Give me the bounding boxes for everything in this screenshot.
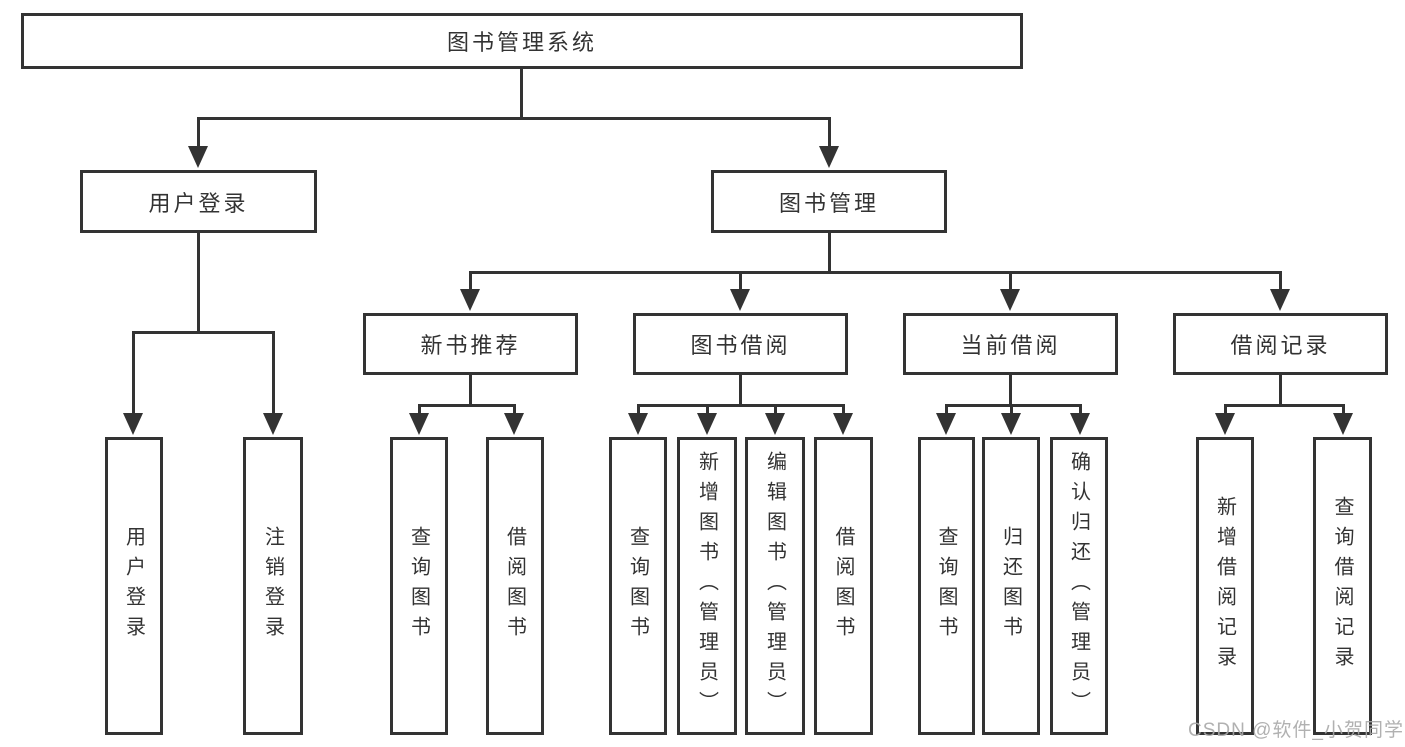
arrow-down-icon (123, 413, 143, 435)
connector-line (945, 404, 948, 415)
connector-line (469, 271, 472, 291)
connector-line (132, 331, 135, 415)
arrow-down-icon (1215, 413, 1235, 435)
connector-line (272, 331, 275, 415)
arrow-down-icon (1070, 413, 1090, 435)
arrow-down-icon (833, 413, 853, 435)
connector-line (1009, 375, 1012, 407)
arrow-down-icon (1000, 289, 1020, 311)
leaf-user-login: 用户登录 (105, 437, 163, 735)
arrow-down-icon (628, 413, 648, 435)
arrow-down-icon (1270, 289, 1290, 311)
connector-line (1342, 404, 1345, 415)
leaf-logout: 注销登录 (243, 437, 303, 735)
arrow-down-icon (819, 146, 839, 168)
connector-line (418, 404, 421, 415)
leaf-borrow-book: 借阅图书 (814, 437, 873, 735)
connector-line (1224, 404, 1227, 415)
connector-line (469, 271, 1282, 274)
connector-line (1279, 375, 1282, 407)
leaf-add-book-admin: 新增图书（管理员） (677, 437, 737, 735)
connector-line (828, 117, 831, 148)
connector-line (418, 404, 516, 407)
connector-line (1079, 404, 1082, 415)
connector-line (197, 117, 200, 148)
node-current-borrow: 当前借阅 (903, 313, 1118, 375)
connector-line (469, 375, 472, 407)
node-new-book-recommend: 新书推荐 (363, 313, 578, 375)
node-root: 图书管理系统 (21, 13, 1023, 69)
leaf-borrow-book-recommend: 借阅图书 (486, 437, 544, 735)
node-user-login: 用户登录 (80, 170, 317, 233)
leaf-query-borrow-record: 查询借阅记录 (1313, 437, 1372, 735)
connector-line (197, 117, 831, 120)
arrow-down-icon (697, 413, 717, 435)
connector-line (513, 404, 516, 415)
connector-line (774, 404, 777, 415)
connector-line (1279, 271, 1282, 291)
node-book-borrow: 图书借阅 (633, 313, 848, 375)
connector-line (132, 331, 275, 334)
arrow-down-icon (1333, 413, 1353, 435)
arrow-down-icon (1001, 413, 1021, 435)
connector-line (1224, 404, 1344, 407)
connector-line (842, 404, 845, 415)
connector-line (1009, 271, 1012, 291)
arrow-down-icon (188, 146, 208, 168)
leaf-query-book-current: 查询图书 (918, 437, 975, 735)
arrow-down-icon (460, 289, 480, 311)
connector-line (706, 404, 709, 415)
leaf-add-borrow-record: 新增借阅记录 (1196, 437, 1254, 735)
csdn-watermark: CSDN @软件_小贺同学 (1188, 720, 1404, 741)
arrow-down-icon (504, 413, 524, 435)
connector-line (945, 404, 1082, 407)
leaf-return-book: 归还图书 (982, 437, 1040, 735)
arrow-down-icon (936, 413, 956, 435)
connector-line (828, 233, 831, 274)
connector-line (637, 404, 845, 407)
arrow-down-icon (730, 289, 750, 311)
leaf-query-book-borrow: 查询图书 (609, 437, 667, 735)
connector-line (739, 271, 742, 291)
connector-line (1010, 404, 1013, 415)
connector-line (520, 69, 523, 120)
leaf-query-book-recommend: 查询图书 (390, 437, 448, 735)
arrow-down-icon (409, 413, 429, 435)
connector-line (197, 233, 200, 334)
connector-line (739, 375, 742, 407)
leaf-confirm-return-admin: 确认归还（管理员） (1050, 437, 1108, 735)
node-book-management: 图书管理 (711, 170, 947, 233)
connector-line (637, 404, 640, 415)
arrow-down-icon (765, 413, 785, 435)
node-borrow-records: 借阅记录 (1173, 313, 1388, 375)
arrow-down-icon (263, 413, 283, 435)
leaf-edit-book-admin: 编辑图书（管理员） (745, 437, 805, 735)
